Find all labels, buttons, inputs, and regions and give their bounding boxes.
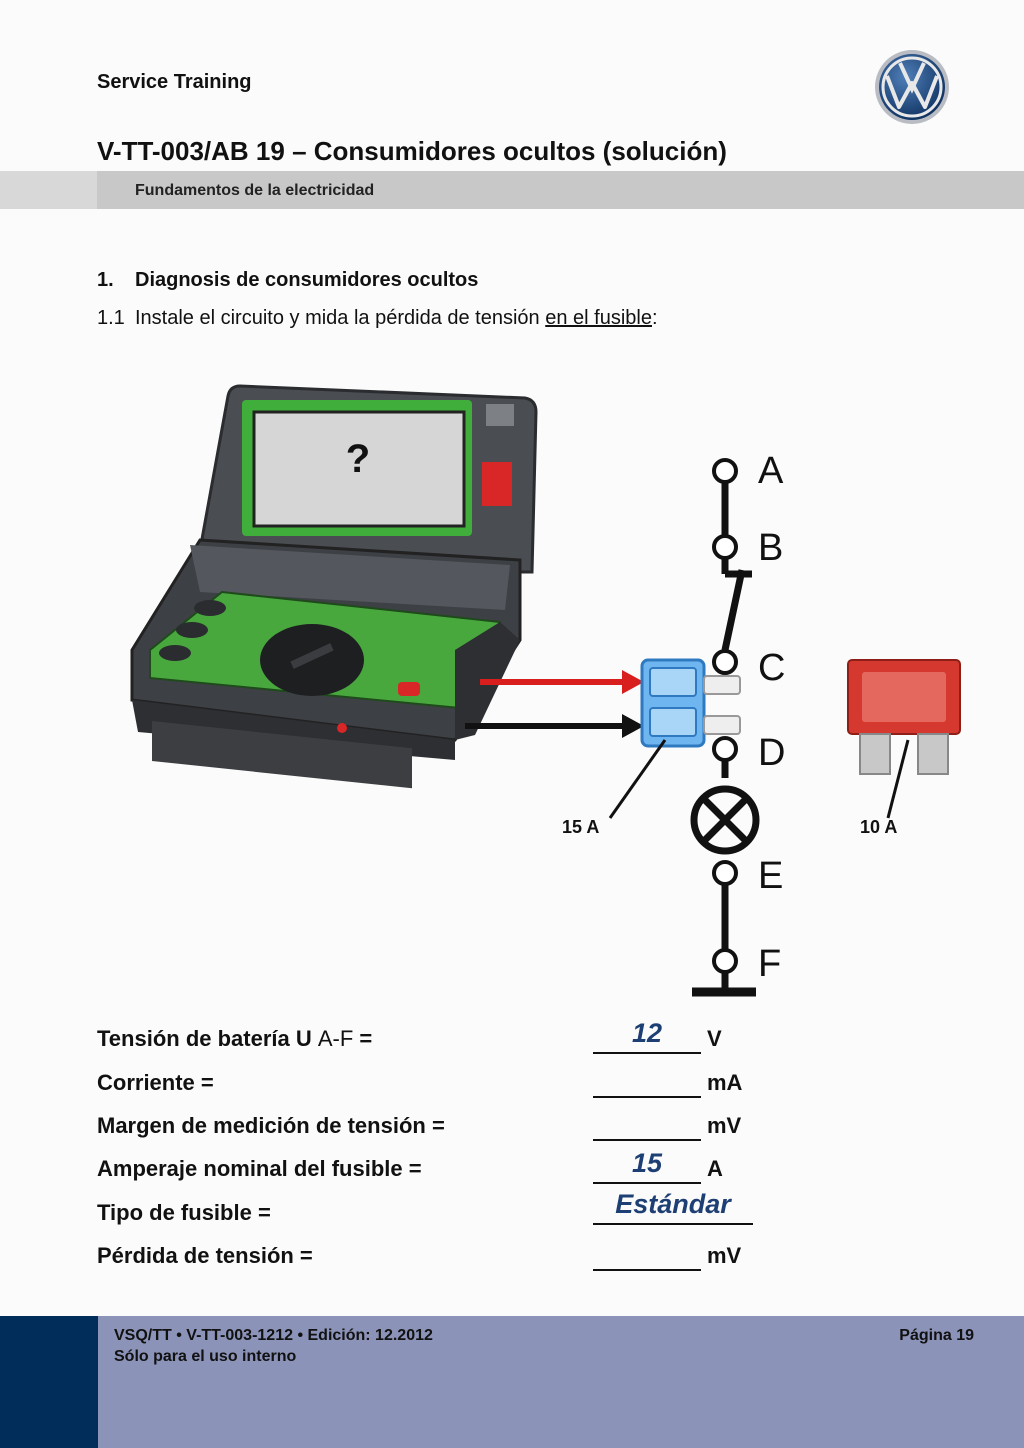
vw-logo [875,50,949,124]
answer-field-battery-voltage[interactable]: 12 [593,1018,701,1054]
instruction-before: Instale el circuito y mida la pérdida de… [135,307,546,329]
footer-page-number: Página 19 [899,1327,974,1344]
unit-fuse-rating: A [707,1156,723,1181]
form-label-fuse-rating: Amperaje nominal del fusible = [97,1156,422,1181]
node-label-f: F [758,943,781,985]
form-label-current: Corriente = [97,1070,214,1095]
blue-fuse-15a [640,658,741,748]
answer-field-fuse-rating[interactable]: 15 [593,1148,701,1184]
fuse-10a-label: 10 A [860,817,897,837]
unit-battery-voltage: V [707,1026,722,1051]
answer-field-current[interactable] [593,1066,701,1098]
form-label-fuse-type: Tipo de fusible = [97,1200,271,1225]
unit-voltage-loss: mV [707,1243,742,1268]
answer-field-fuse-type[interactable]: Estándar [593,1189,753,1225]
header-label: Service Training [97,71,252,93]
section-title: Diagnosis de consumidores ocultos [135,269,479,291]
unit-current: mA [707,1070,743,1095]
form-label-measurement-range: Margen de medición de tensión = [97,1113,445,1138]
multimeter-illustration: ? [130,384,538,789]
section-heading: 1. Diagnosis de consumidores ocultos [97,269,478,292]
instruction-text: 1.1 Instale el circuito y mida la pérdida… [97,307,658,330]
form-label-voltage-loss: Pérdida de tensión = [97,1243,313,1268]
form-label-battery-voltage: Tensión de batería U A-F = [97,1026,373,1051]
circuit-wiring [692,482,756,997]
subtitle-text: Fundamentos de la electricidad [135,182,375,199]
fuse-15a-label: 15 A [562,817,599,837]
page-title: V-TT-003/AB 19 – Consumidores ocultos (s… [97,136,727,166]
instruction-after: : [651,307,658,329]
unit-measurement-range: mV [707,1113,742,1138]
red-fuse-10a [847,659,961,775]
circuit-terminals [712,458,738,974]
node-label-a: A [758,450,784,492]
footer-internal-use: Sólo para el uso interno [114,1348,297,1365]
circuit-diagram: ? [130,384,961,997]
footer-document-info: VSQ/TT • V-TT-003-1212 • Edición: 12.201… [114,1327,433,1344]
subtitle-bar: Fundamentos de la electricidad [0,171,1024,209]
node-label-c: C [758,647,785,689]
node-label-d: D [758,732,785,774]
node-label-b: B [758,527,783,569]
multimeter-screen-text: ? [346,437,370,481]
answer-field-voltage-loss[interactable] [593,1239,701,1271]
instruction-number: 1.1 [97,307,125,329]
lamp-icon [690,785,760,855]
section-number: 1. [97,269,114,291]
answer-field-measurement-range[interactable] [593,1109,701,1141]
node-label-e: E [758,855,783,897]
instruction-underlined: en el fusible [545,307,652,329]
footer: VSQ/TT • V-TT-003-1212 • Edición: 12.201… [0,1316,1024,1448]
